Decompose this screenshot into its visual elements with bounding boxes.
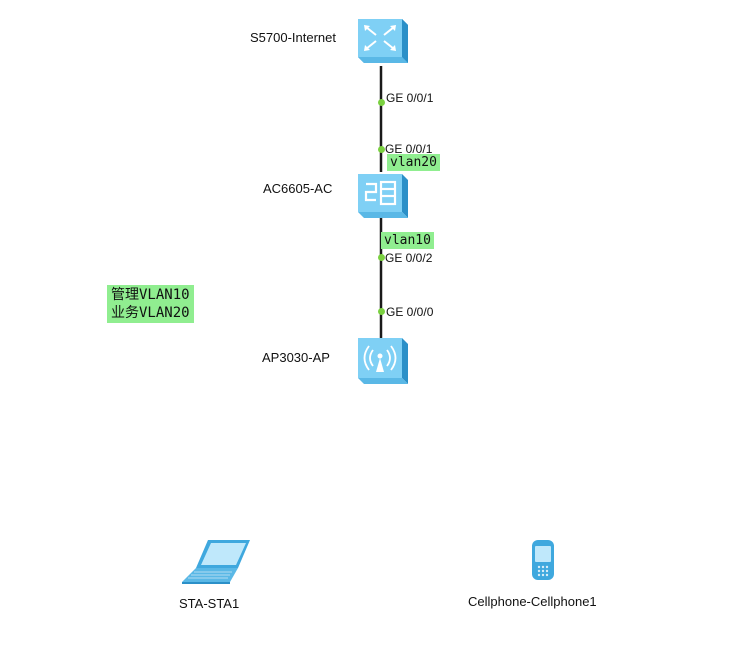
laptop-icon[interactable] (180, 536, 252, 586)
port-dot-switch-ge001 (378, 99, 385, 106)
port-dot-ac-ge002 (378, 254, 385, 261)
vlan-tag-downlink: vlan10 (381, 232, 434, 249)
cellphone-icon[interactable] (529, 538, 557, 582)
port-label-ac-up: GE 0/0/1 (385, 142, 433, 156)
vlan-note-line1: 管理VLAN10 (111, 287, 190, 303)
access-point-icon[interactable] (354, 334, 412, 388)
port-label-ac-down: GE 0/0/2 (385, 251, 433, 265)
ap-name: AP3030-AP (262, 350, 330, 365)
port-dot-ac-ge001 (378, 146, 385, 153)
switch-icon[interactable] (352, 15, 410, 67)
port-label-ap: GE 0/0/0 (386, 305, 434, 319)
vlan-note: 管理VLAN10 业务VLAN20 (107, 285, 194, 323)
phone-name: Cellphone-Cellphone1 (468, 594, 597, 609)
switch-name: S5700-Internet (250, 30, 337, 45)
port-dot-ap-ge000 (378, 308, 385, 315)
port-label-switch: GE 0/0/1 (386, 91, 434, 105)
wireless-controller-icon[interactable] (352, 170, 410, 222)
sta-name: STA-STA1 (179, 596, 240, 611)
ac-name: AC6605-AC (263, 181, 333, 196)
vlan-tag-uplink: vlan20 (387, 154, 440, 171)
vlan-note-line2: 业务VLAN20 (111, 305, 190, 321)
